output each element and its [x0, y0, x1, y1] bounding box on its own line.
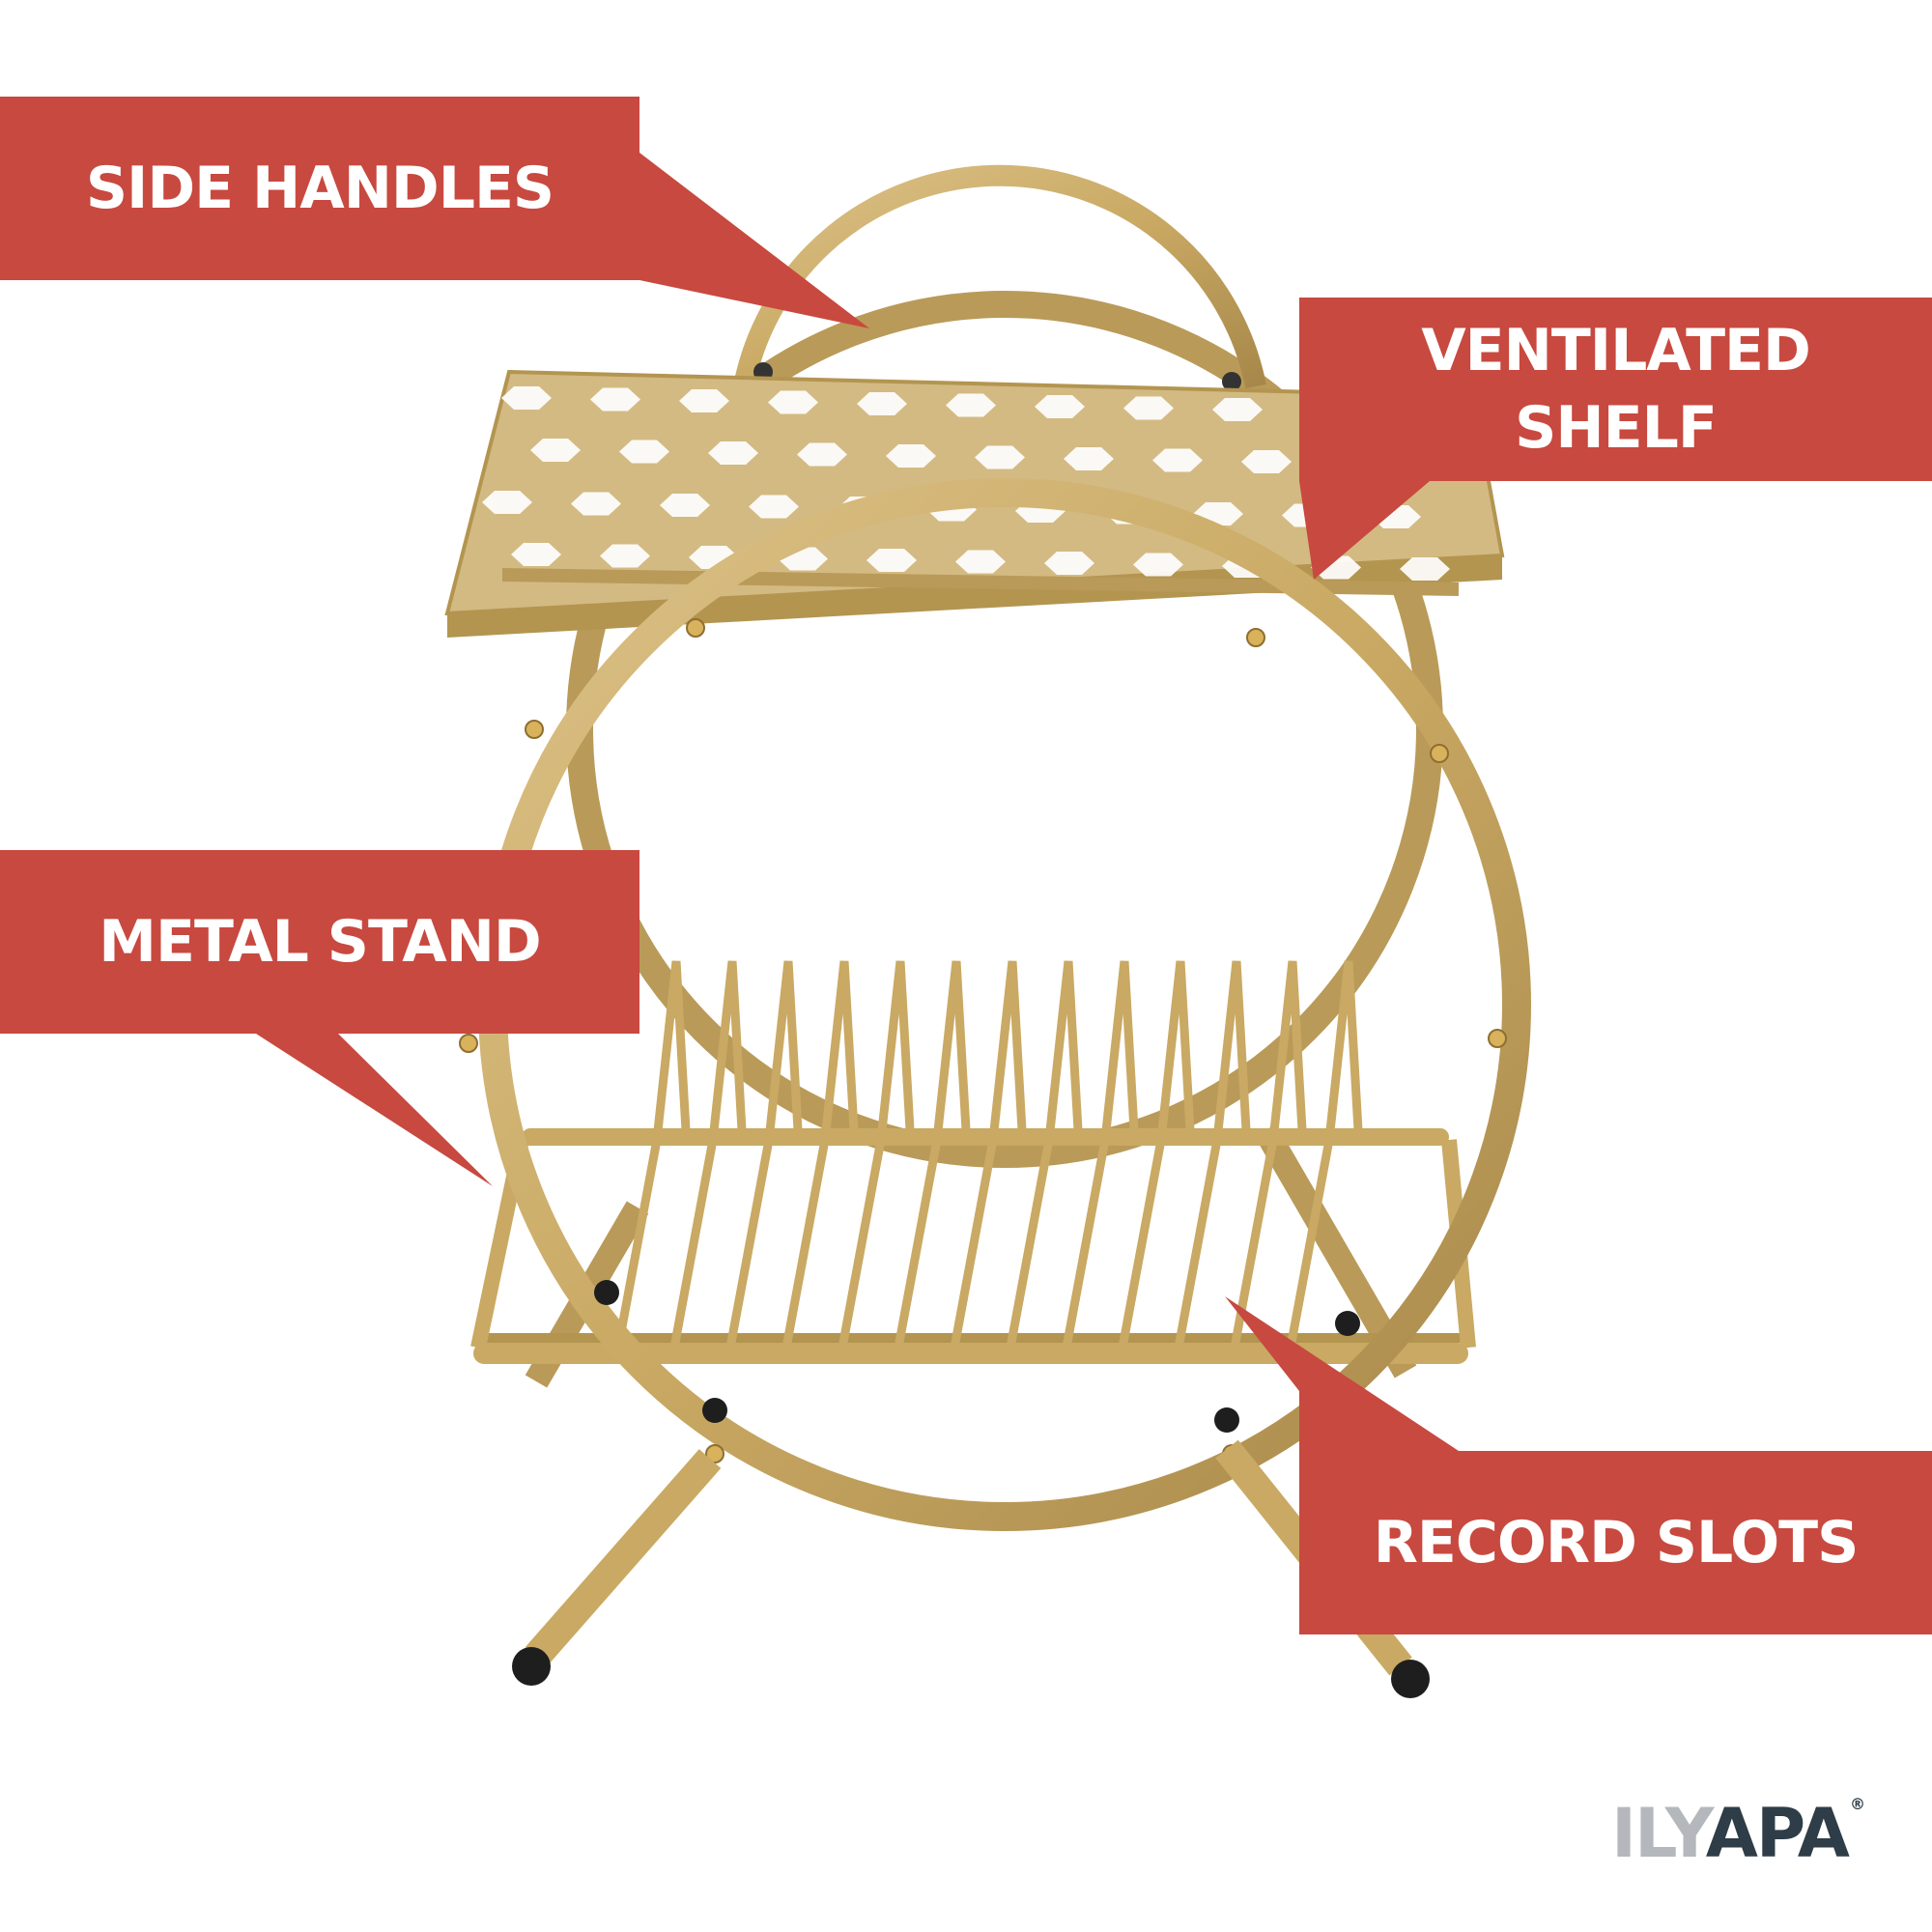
foot-mid-right — [1214, 1407, 1239, 1433]
callout-record-slots-label: RECORD SLOTS — [1373, 1509, 1860, 1577]
shelf-hole — [749, 495, 799, 519]
callout-side-handles: SIDE HANDLES — [0, 97, 639, 280]
callout-ventilated-shelf-line2: SHELF — [1515, 394, 1718, 462]
foot-front-right — [1391, 1660, 1430, 1698]
basket-rail-front — [483, 1333, 1468, 1343]
record-slot-divider — [1062, 960, 1139, 1349]
shelf-hole — [975, 445, 1025, 469]
ring-screw — [459, 1034, 478, 1053]
ring-screw — [1246, 628, 1265, 647]
callout-ventilated-shelf-box — [1299, 298, 1932, 580]
registered-mark: ® — [1849, 1795, 1865, 1813]
callout-side-handles-label: SIDE HANDLES — [85, 155, 554, 222]
record-slot-divider — [669, 960, 747, 1349]
record-slot-divider — [950, 960, 1027, 1349]
shelf-hole — [867, 549, 917, 572]
shelf-hole — [590, 387, 640, 412]
ring-screw — [686, 618, 705, 638]
shelf-hole — [600, 544, 650, 568]
shelf-hole — [1152, 448, 1203, 472]
record-slot-divider — [894, 960, 971, 1349]
brand-logo-part2: APA — [1705, 1794, 1850, 1873]
shelf-hole — [619, 440, 669, 464]
foot-back-left — [594, 1280, 619, 1305]
record-slot-divider — [725, 960, 803, 1349]
front-leg-left — [525, 1449, 722, 1666]
foot-back-right — [1335, 1311, 1360, 1336]
shelf-hole — [571, 492, 621, 516]
shelf-hole — [482, 491, 532, 514]
shelf-hole — [511, 543, 561, 566]
record-slot-divider — [838, 960, 915, 1349]
shelf-hole — [1064, 447, 1114, 470]
shelf-hole — [857, 392, 907, 415]
record-slot-divider — [1174, 960, 1251, 1349]
record-slot-dividers — [613, 960, 1363, 1349]
callout-record-slots: RECORD SLOTS — [1299, 1451, 1932, 1634]
record-slot-divider — [1118, 960, 1195, 1349]
basket-base-front — [473, 1343, 1468, 1364]
callout-metal-stand-box — [0, 850, 639, 1186]
record-slot-divider — [1006, 960, 1083, 1349]
shelf-hole — [1044, 552, 1094, 575]
shelf-hole — [679, 389, 729, 412]
shelf-hole — [708, 441, 758, 465]
shelf-hole — [768, 390, 818, 414]
record-slot-divider — [1286, 960, 1363, 1349]
shelf-hole — [1133, 553, 1183, 577]
shelf-hole — [946, 393, 996, 417]
shelf-hole — [955, 550, 1006, 574]
shelf-hole — [1212, 398, 1263, 421]
shelf-hole — [797, 442, 847, 467]
foot-front-left — [512, 1647, 551, 1686]
shelf-hole — [530, 439, 581, 462]
shelf-hole — [1400, 557, 1450, 581]
record-slot-divider — [1230, 960, 1307, 1349]
callout-side-handles-box — [0, 97, 869, 328]
ring-screw — [525, 720, 544, 739]
callout-ventilated-shelf-line1: VENTILATED — [1421, 317, 1811, 384]
ring-screw — [1430, 744, 1449, 763]
callout-ventilated-shelf: VENTILATED SHELF — [1299, 298, 1932, 481]
record-slot-divider — [613, 960, 691, 1349]
shelf-hole — [501, 386, 552, 410]
ring-screw — [1488, 1029, 1507, 1048]
shelf-hole — [660, 494, 710, 517]
shelf-hole — [886, 444, 936, 468]
callout-record-slots-box — [1225, 1296, 1932, 1634]
foot-mid-left — [702, 1398, 727, 1423]
callout-metal-stand: METAL STAND — [0, 850, 639, 1034]
brand-logo-part1: ILY — [1611, 1794, 1708, 1873]
callout-metal-stand-label: METAL STAND — [99, 908, 541, 976]
record-slot-divider — [781, 960, 859, 1349]
brand-logo: ILYAPA® — [1611, 1794, 1865, 1873]
shelf-hole — [1123, 396, 1174, 420]
shelf-hole — [1241, 450, 1292, 473]
handle-screw-right — [1222, 372, 1241, 391]
ring-screw — [705, 1444, 724, 1463]
shelf-hole — [1035, 395, 1085, 418]
